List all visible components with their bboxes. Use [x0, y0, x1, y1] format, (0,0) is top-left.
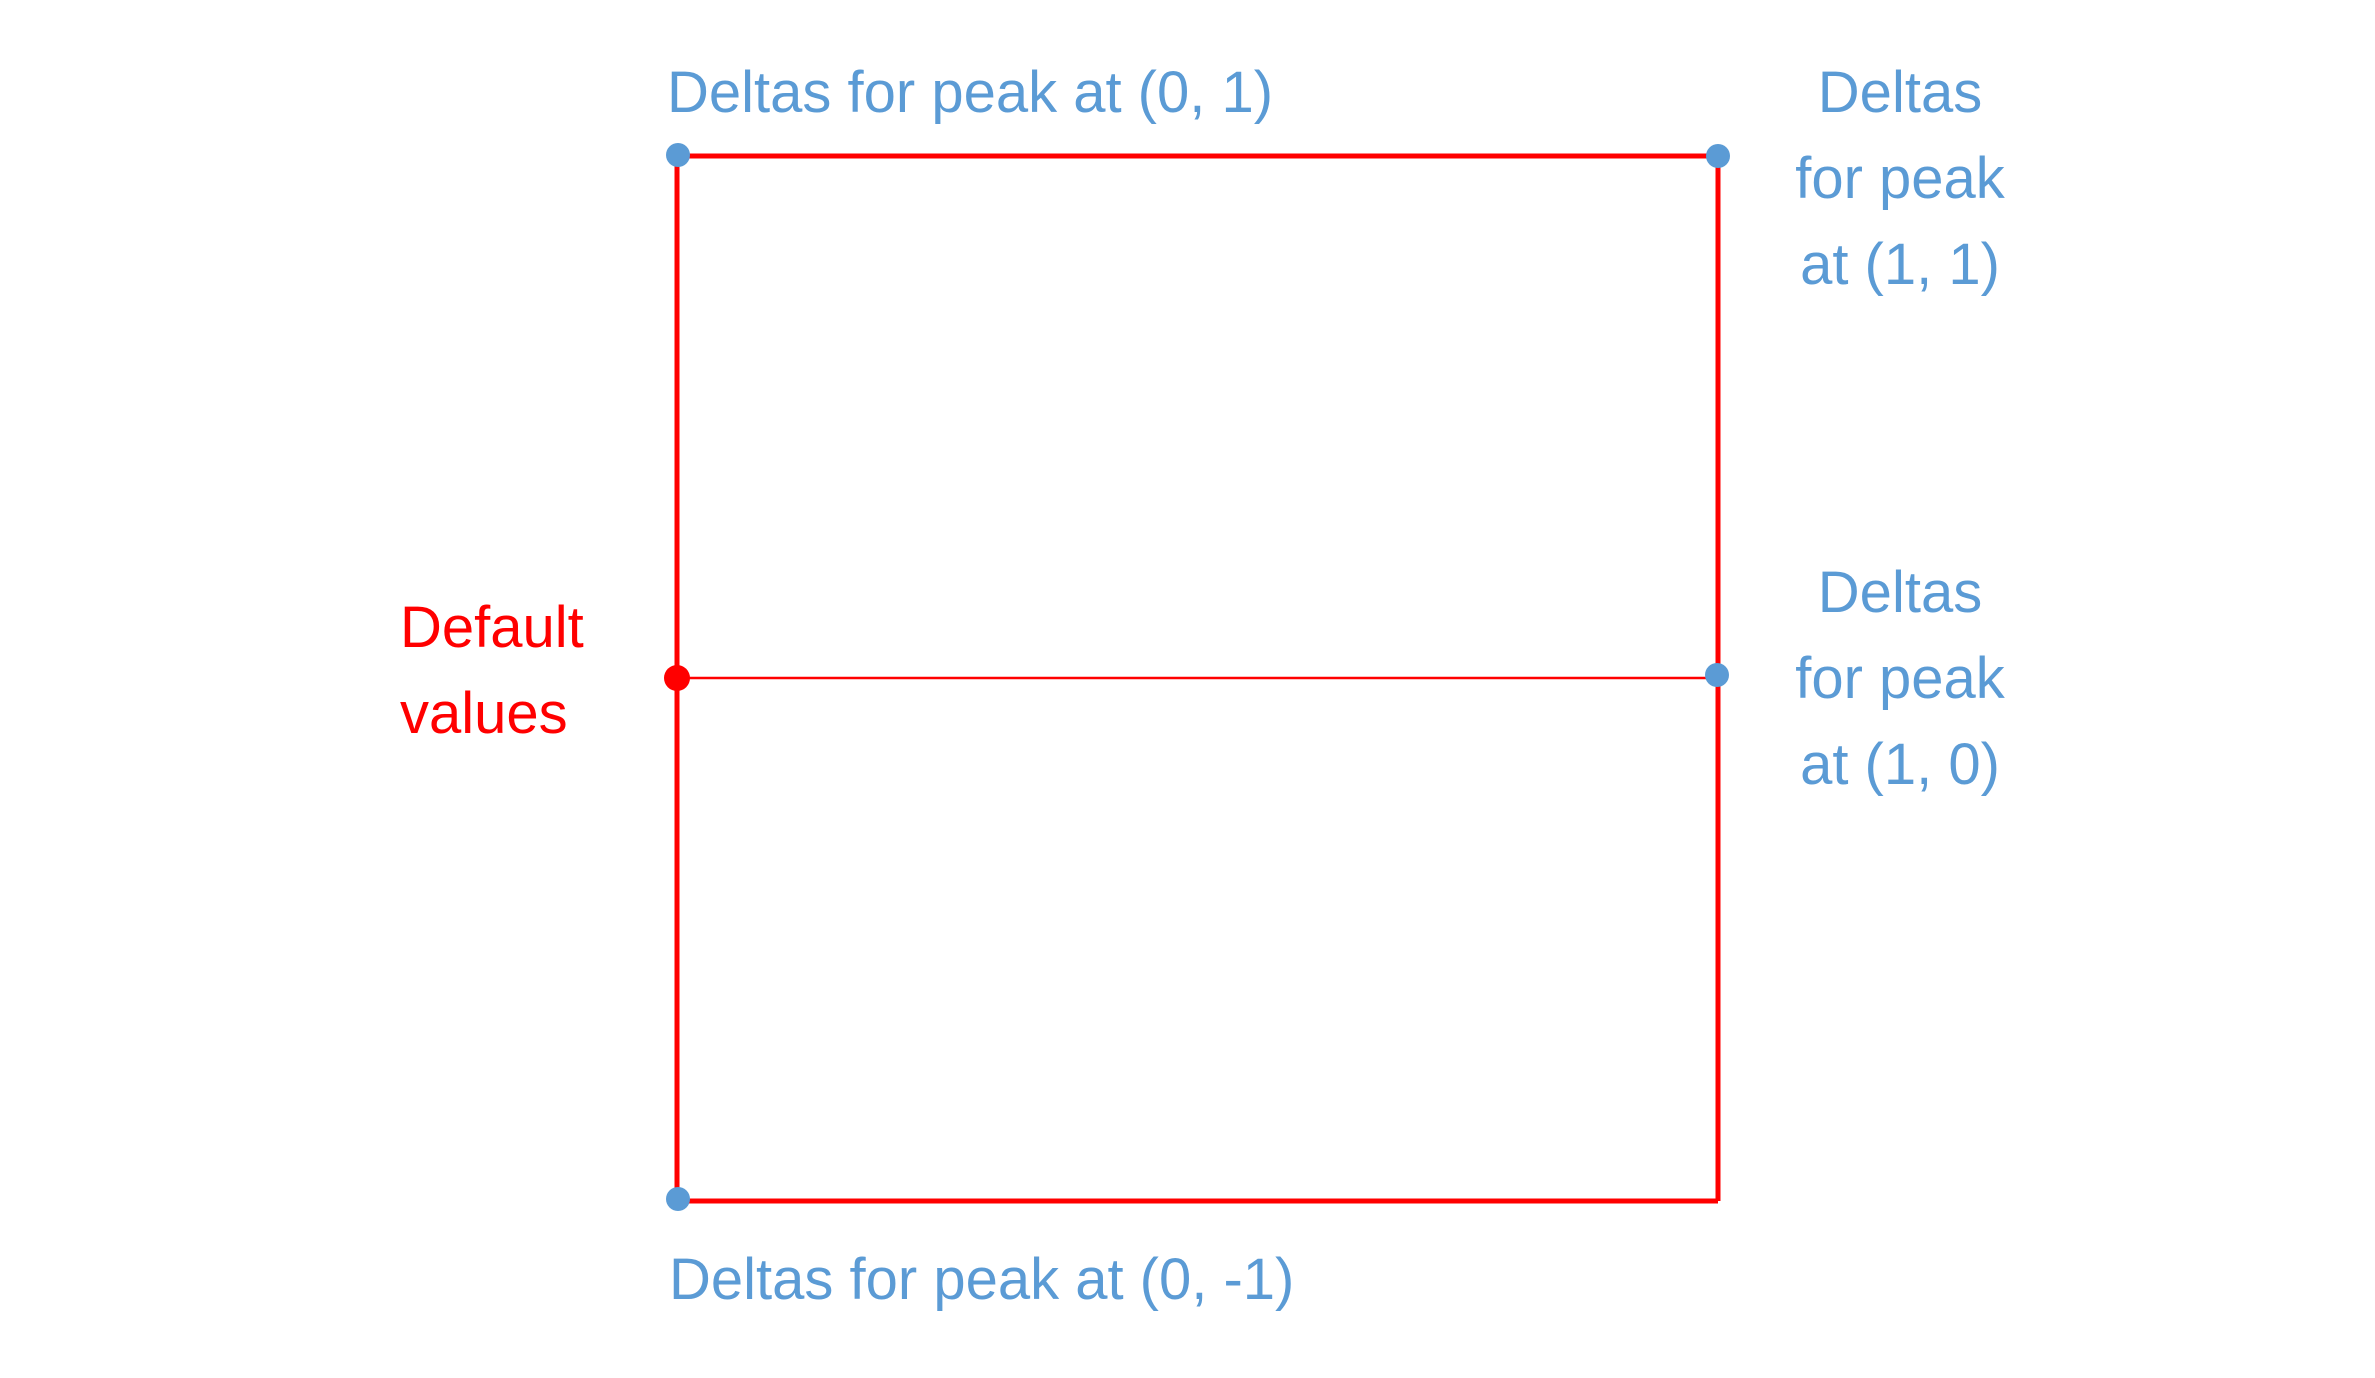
peak-point-0-1 — [666, 143, 690, 167]
label-peak-0-1: Deltas for peak at (0, 1) — [667, 60, 1274, 125]
label-default-line2: values — [400, 681, 568, 746]
peak-point-1-1 — [1706, 144, 1730, 168]
label-default-line1: Default — [400, 595, 584, 660]
label-peak-1-1: Deltas for peak at (1, 1) — [1760, 50, 2040, 308]
peak-point-0-neg1 — [666, 1187, 690, 1211]
peak-point-1-0 — [1705, 663, 1729, 687]
label-peak-1-1-line3: at (1, 1) — [1800, 232, 2000, 297]
label-peak-1-1-line2: for peak — [1795, 146, 2005, 211]
label-peak-1-0-line1: Deltas — [1817, 560, 1983, 625]
default-point — [664, 665, 690, 691]
label-peak-0-neg1: Deltas for peak at (0, -1) — [669, 1247, 1295, 1312]
label-peak-1-1-line1: Deltas — [1817, 60, 1983, 125]
label-default-values: Default values — [400, 585, 584, 757]
label-peak-1-0-line2: for peak — [1795, 646, 2005, 711]
label-peak-1-0-line3: at (1, 0) — [1800, 732, 2000, 797]
label-peak-1-0: Deltas for peak at (1, 0) — [1760, 550, 2040, 808]
